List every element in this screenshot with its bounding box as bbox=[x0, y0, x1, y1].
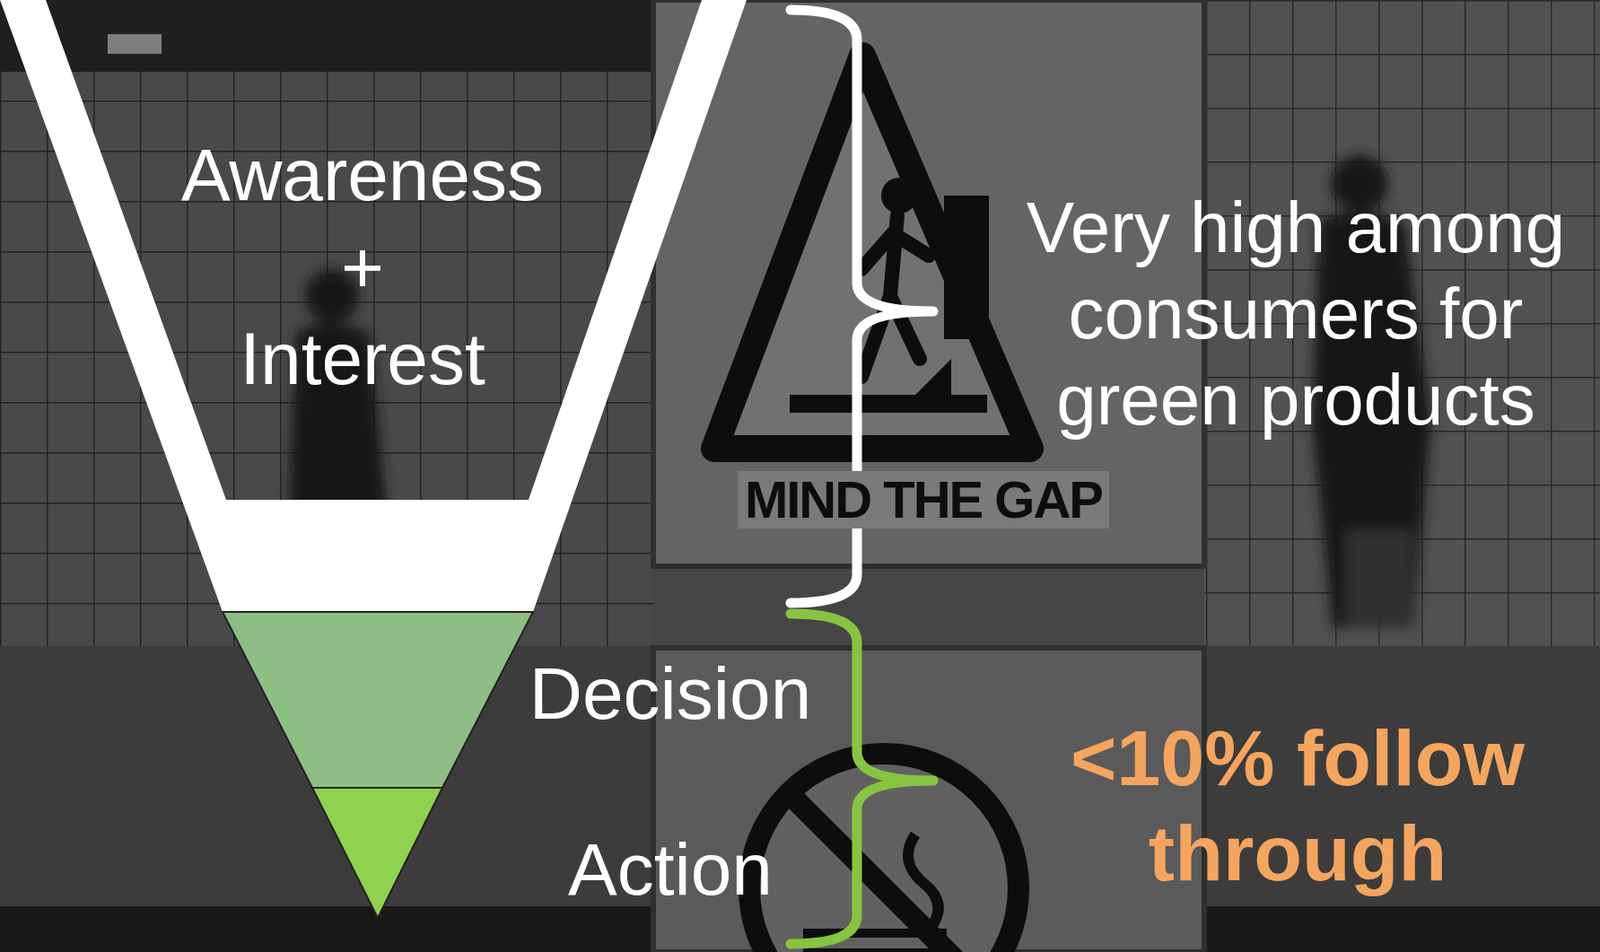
bracket-note: <10% follow through bbox=[1019, 710, 1576, 901]
node-shape bbox=[312, 787, 443, 919]
sign-text: MIND THE GAP bbox=[737, 471, 1110, 530]
funnel-tip: Action bbox=[312, 787, 443, 919]
node-label: Decision bbox=[529, 649, 812, 738]
funnel-top: Awareness + Interest bbox=[0, 0, 747, 613]
node-label: Awareness + Interest bbox=[174, 129, 551, 406]
node-shape bbox=[0, 0, 747, 613]
bracket bbox=[790, 613, 934, 945]
node-shape bbox=[222, 612, 534, 788]
node-outline bbox=[222, 612, 534, 788]
node-label: Action bbox=[568, 825, 773, 914]
funnel-band: Decision bbox=[222, 612, 534, 788]
bracket-note: Very high among consumers for green prod… bbox=[1008, 184, 1583, 444]
node-outline bbox=[312, 787, 443, 919]
